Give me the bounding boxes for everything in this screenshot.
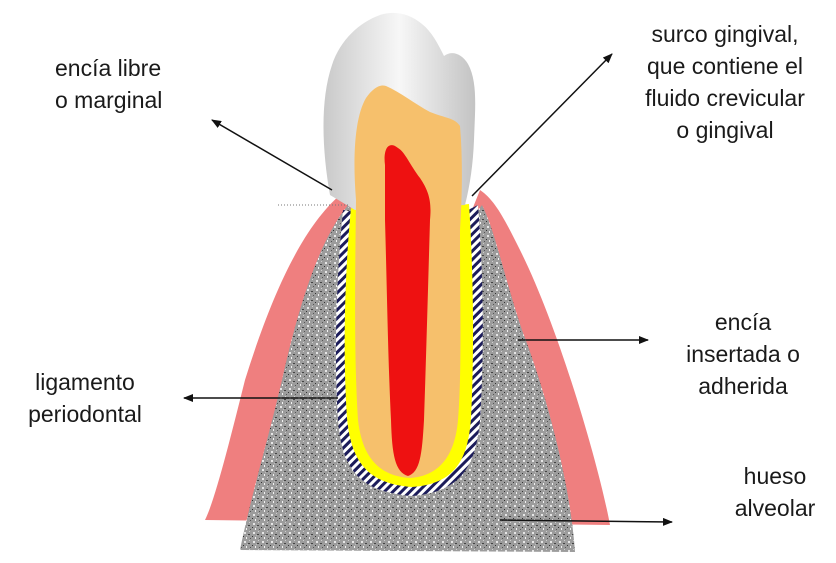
label-gingival-sulcus-line4: o gingival: [622, 114, 828, 146]
arrow-gingival-sulcus: [472, 54, 612, 196]
label-free-gingiva: encía libre o marginal: [55, 52, 162, 116]
label-alveolar-bone-line1: hueso: [720, 460, 830, 492]
label-alveolar-bone-line2: alveolar: [720, 492, 830, 524]
label-gingival-sulcus-line3: fluido crevicular: [622, 82, 828, 114]
label-alveolar-bone: hueso alveolar: [720, 460, 830, 524]
arrow-free-gingiva: [212, 120, 332, 190]
label-attached-gingiva: encía insertada o adherida: [668, 306, 818, 402]
label-attached-gingiva-line1: encía: [668, 306, 818, 338]
label-periodontal-ligament-line2: periodontal: [10, 398, 160, 430]
label-gingival-sulcus: surco gingival, que contiene el fluido c…: [622, 18, 828, 146]
label-attached-gingiva-line2: insertada o: [668, 338, 818, 370]
label-free-gingiva-line1: encía libre: [55, 52, 162, 84]
pulp-chamber: [385, 145, 431, 476]
label-free-gingiva-line2: o marginal: [55, 84, 162, 116]
label-gingival-sulcus-line1: surco gingival,: [622, 18, 828, 50]
label-periodontal-ligament-line1: ligamento: [10, 366, 160, 398]
label-attached-gingiva-line3: adherida: [668, 370, 818, 402]
label-gingival-sulcus-line2: que contiene el: [622, 50, 828, 82]
label-periodontal-ligament: ligamento periodontal: [10, 366, 160, 430]
